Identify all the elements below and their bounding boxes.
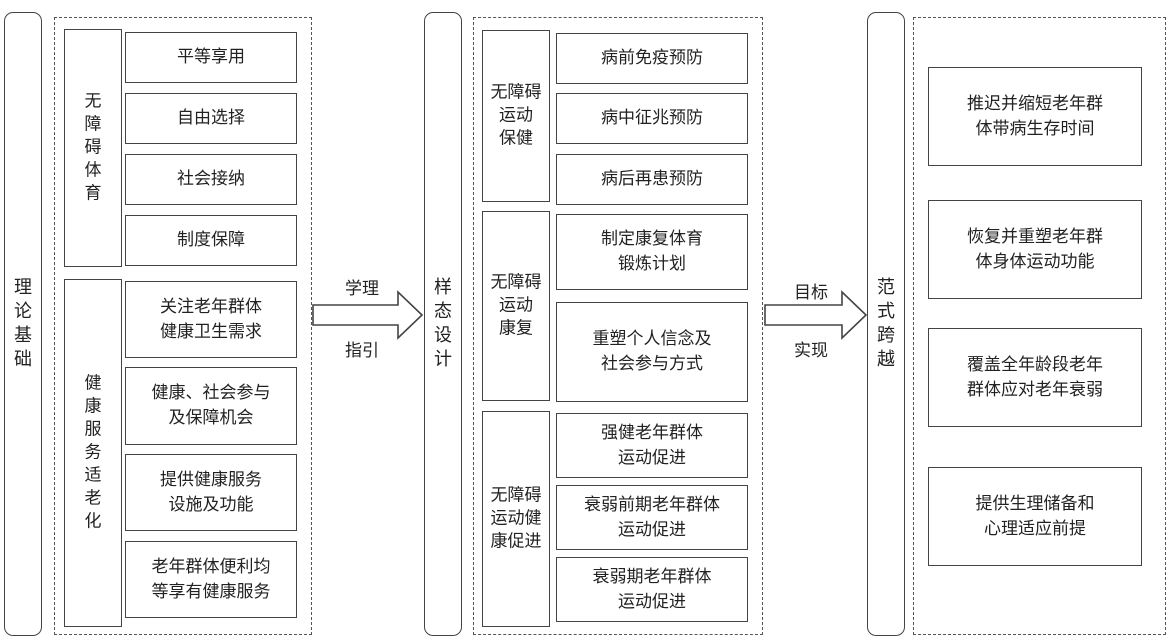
box-pre-frail-elderly-promotion: 衰弱前期老年群体 运动促进	[556, 485, 748, 550]
box-pre-illness-prevention: 病前免疫预防	[556, 33, 748, 84]
arrow-label-theory: 学理	[345, 279, 379, 299]
box-social-participation: 健康、社会参与 及保障机会	[125, 367, 297, 445]
box-equal-access: 平等享用	[125, 32, 297, 83]
box-frail-elderly-promotion: 衰弱期老年群体 运动促进	[556, 557, 748, 622]
box-cover-all-ages-frailty: 覆盖全年龄段老年 群体应对老年衰弱	[928, 328, 1142, 427]
left-section	[54, 17, 312, 635]
pillar-char: 理	[14, 277, 32, 298]
pillar-theory-foundation: 理论基础	[4, 12, 42, 636]
pillar-char: 基	[14, 325, 32, 346]
group-barrier-free-sports-label: 无 障 碍 体 育	[84, 91, 102, 204]
middle-section	[473, 17, 763, 635]
group-barrier-free-sports: 无 障 碍 体 育	[64, 29, 122, 267]
box-equal-health-services: 老年群体便利均 等享有健康服务	[125, 541, 297, 618]
box-health-facilities: 提供健康服务 设施及功能	[125, 454, 297, 531]
right-arrow-2	[764, 290, 868, 340]
arrow-label-realize: 实现	[794, 341, 828, 361]
group-health-service-aging-label: 健 康 服 务 适 老 化	[84, 373, 102, 532]
box-rehab-plan: 制定康复体育 锻炼计划	[556, 214, 748, 290]
pillar-char: 越	[877, 349, 895, 370]
pillar-char: 范	[877, 277, 895, 298]
box-restore-motor-function: 恢复并重塑老年群 体身体运动功能	[928, 200, 1142, 299]
group-health-service-aging: 健 康 服 务 适 老 化	[64, 279, 122, 627]
box-mid-illness-prevention: 病中征兆预防	[556, 93, 748, 144]
pillar-char: 计	[434, 349, 452, 370]
box-post-illness-prevention: 病后再患预防	[556, 154, 748, 205]
pillar-char: 础	[14, 349, 32, 370]
group-health-promotion-label: 无障碍 运动健 康促进	[490, 485, 542, 552]
box-reshape-beliefs: 重塑个人信念及 社会参与方式	[556, 302, 748, 402]
pillar-char: 态	[434, 301, 452, 322]
box-delay-illness-survival: 推迟并缩短老年群 体带病生存时间	[928, 67, 1142, 166]
group-exercise-care-label: 无障碍 运动 保健	[490, 82, 542, 149]
group-barrier-free-exercise-rehab: 无障碍 运动 康复	[482, 211, 550, 401]
group-barrier-free-health-promotion: 无障碍 运动健 康促进	[482, 411, 550, 627]
box-free-choice: 自由选择	[125, 93, 297, 144]
right-section	[913, 17, 1166, 635]
pillar-char: 式	[877, 301, 895, 322]
pillar-char: 样	[434, 277, 452, 298]
pillar-paradigm-leap: 范式跨越	[867, 12, 905, 636]
group-exercise-rehab-label: 无障碍 运动 康复	[490, 272, 542, 339]
box-physiological-psychological-basis: 提供生理储备和 心理适应前提	[928, 467, 1142, 566]
pillar-theory-label: 理论基础	[5, 276, 41, 372]
arrow-label-goal: 目标	[794, 283, 828, 303]
right-arrow-1	[312, 290, 424, 340]
pillar-form-design: 样态设计	[424, 12, 462, 636]
pillar-paradigm-label: 范式跨越	[868, 276, 904, 372]
pillar-design-label: 样态设计	[425, 276, 461, 372]
pillar-char: 设	[434, 325, 452, 346]
box-social-acceptance: 社会接纳	[125, 154, 297, 205]
box-strong-elderly-promotion: 强健老年群体 运动促进	[556, 413, 748, 478]
pillar-char: 论	[14, 301, 32, 322]
box-institutional-guarantee: 制度保障	[125, 215, 297, 266]
arrow-label-guidance: 指引	[345, 341, 379, 361]
group-barrier-free-exercise-care: 无障碍 运动 保健	[482, 30, 550, 202]
pillar-char: 跨	[877, 325, 895, 346]
box-health-needs: 关注老年群体 健康卫生需求	[125, 281, 297, 358]
